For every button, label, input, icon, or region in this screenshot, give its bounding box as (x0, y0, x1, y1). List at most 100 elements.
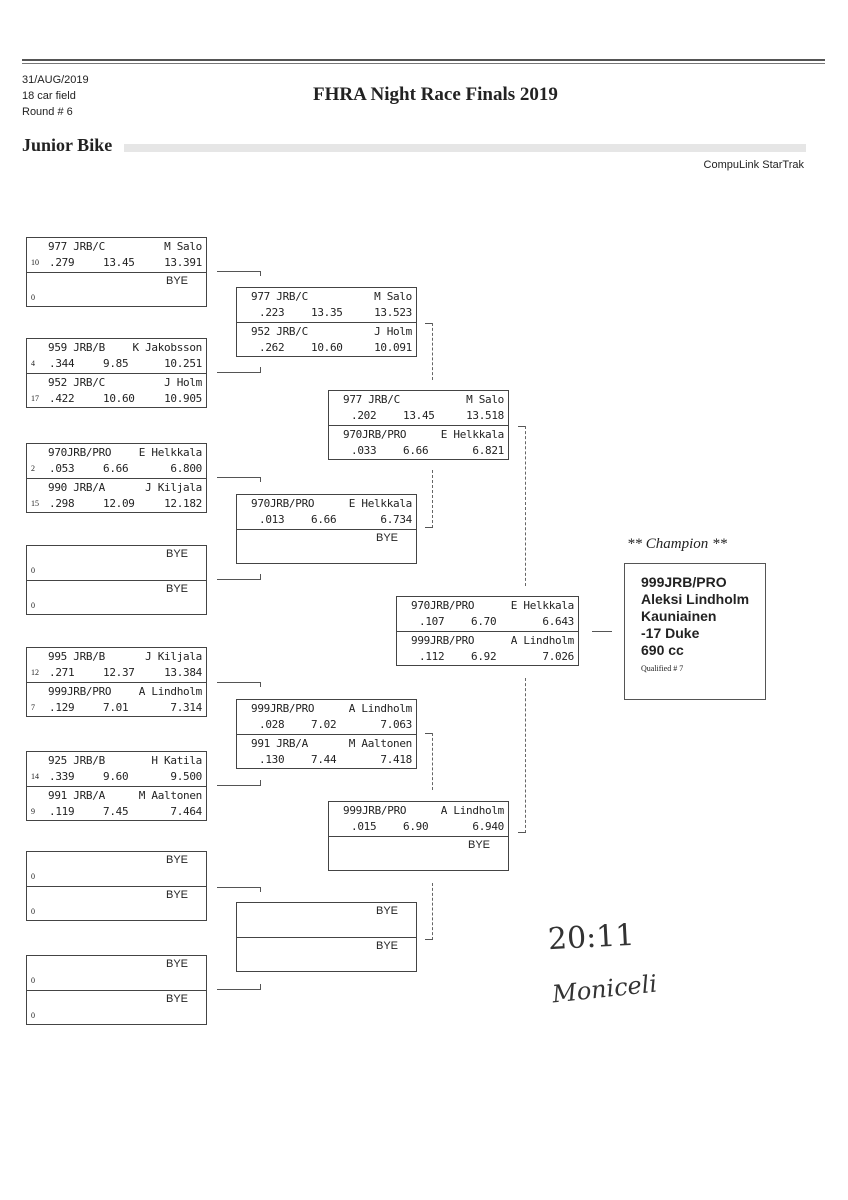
elapsed-time: 12.182 (164, 497, 202, 510)
connector-line (217, 477, 261, 478)
champion-box: 999JRB/PRO Aleksi Lindholm Kauniainen -1… (624, 563, 766, 700)
connector-line (217, 271, 261, 272)
seed-number: 0 (31, 907, 35, 916)
connector-line (217, 887, 261, 888)
connector-tick (260, 574, 261, 579)
reaction-time: .271 (49, 666, 75, 679)
dial-in: 7.02 (311, 718, 337, 731)
reaction-time: .033 (351, 444, 377, 457)
seed-number: 7 (31, 703, 35, 712)
reaction-time: .119 (49, 805, 75, 818)
reaction-time: .112 (419, 650, 445, 663)
reaction-time: .015 (351, 820, 377, 833)
match-lane-bottom: BYE 0 (27, 272, 206, 306)
driver-name: A Lindholm (440, 804, 505, 817)
dial-in: 7.01 (103, 701, 129, 714)
reaction-time: .298 (49, 497, 75, 510)
dial-in: 6.70 (471, 615, 497, 628)
car-number: 995 JRB/B (48, 650, 105, 663)
driver-name: A Lindholm (138, 685, 203, 698)
dial-in: 6.66 (311, 513, 337, 526)
car-number: 977 JRB/C (48, 240, 105, 253)
seed-number: 9 (31, 807, 35, 816)
seed-number: 0 (31, 293, 35, 302)
bye-label: BYE (165, 854, 188, 866)
reaction-time: .028 (259, 718, 285, 731)
connector-dashed (432, 323, 433, 380)
connector-line (217, 785, 261, 786)
elapsed-time: 9.500 (170, 770, 202, 783)
seed-number: 15 (31, 499, 39, 508)
elapsed-time: 6.643 (542, 615, 574, 628)
connector-dashed (432, 470, 433, 528)
driver-name: M Salo (164, 240, 202, 253)
connector-line (217, 579, 261, 580)
connector-line (217, 989, 261, 990)
connector-dashed (525, 426, 526, 586)
class-title-fill (124, 144, 806, 152)
champion-connector (592, 631, 612, 632)
elapsed-time: 10.091 (374, 341, 412, 354)
bye-label: BYE (165, 275, 188, 287)
bracket-match: BYE BYE (236, 902, 417, 972)
car-number: 970JRB/PRO (48, 446, 112, 459)
connector-tick (260, 477, 261, 482)
elapsed-time: 10.905 (164, 392, 202, 405)
driver-name: K Jakobsson (132, 341, 202, 354)
driver-name: J Kiljala (145, 650, 202, 663)
connector-dashed (432, 733, 433, 790)
seed-number: 12 (31, 668, 39, 677)
connector-line (425, 323, 433, 324)
seed-number: 2 (31, 464, 35, 473)
reaction-time: .279 (49, 256, 75, 269)
field-size: 18 car field (22, 90, 76, 102)
car-number: 999JRB/PRO (251, 702, 315, 715)
driver-name: E Helkkala (348, 497, 413, 510)
match-lane-bottom: BYE (237, 937, 416, 971)
connector-line (518, 832, 526, 833)
car-number: 952 JRB/C (48, 376, 105, 389)
car-number: 970JRB/PRO (411, 599, 475, 612)
reaction-time: .344 (49, 357, 75, 370)
bye-label: BYE (375, 940, 398, 952)
dial-in: 6.66 (403, 444, 429, 457)
connector-line (217, 682, 261, 683)
connector-tick (260, 780, 261, 785)
champion-driver: Aleksi Lindholm (641, 591, 750, 607)
match-lane-top: BYE (237, 903, 416, 937)
dial-in: 10.60 (103, 392, 135, 405)
handwritten-time: 20:11 (547, 917, 636, 958)
connector-line (425, 939, 433, 940)
dial-in: 12.09 (103, 497, 135, 510)
reaction-time: .107 (419, 615, 445, 628)
connector-tick (260, 682, 261, 687)
reaction-time: .130 (259, 753, 285, 766)
seed-number: 17 (31, 394, 39, 403)
match-lane-bottom: BYE (237, 529, 416, 563)
seed-number: 0 (31, 566, 35, 575)
driver-name: M Aaltonen (348, 737, 413, 750)
seed-number: 0 (31, 601, 35, 610)
elapsed-time: 6.940 (472, 820, 504, 833)
dial-in: 13.45 (103, 256, 135, 269)
reaction-time: .013 (259, 513, 285, 526)
